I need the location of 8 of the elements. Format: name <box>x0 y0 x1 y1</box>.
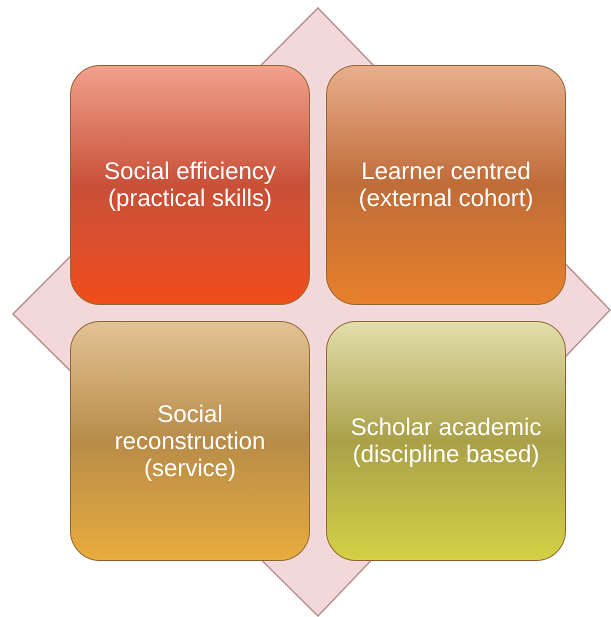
rounded-box <box>70 65 310 305</box>
rounded-box <box>326 65 566 305</box>
box-text: Scholar academic (discipline based) <box>350 414 542 468</box>
rounded-box <box>70 321 310 561</box>
rounded-box <box>326 321 566 561</box>
box-text: Learner centred (external cohort) <box>358 158 534 212</box>
box-text: Social efficiency (practical skills) <box>103 158 277 212</box>
box-text: Social reconstruction (service) <box>114 400 266 482</box>
